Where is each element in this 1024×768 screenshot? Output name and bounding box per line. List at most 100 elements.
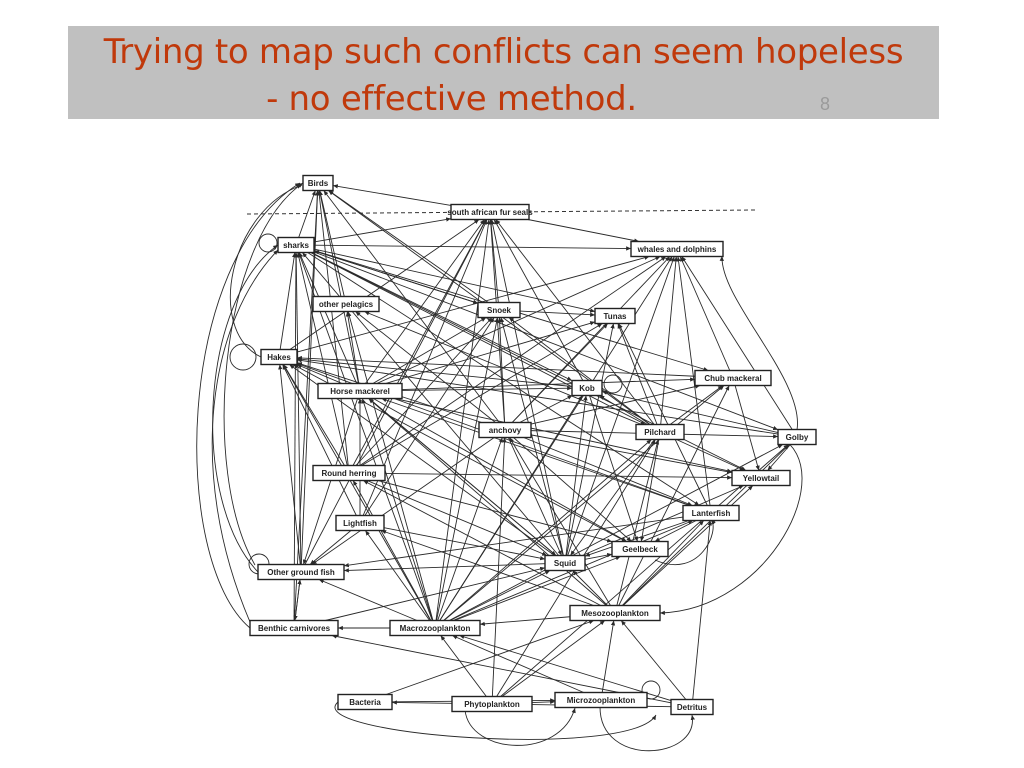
edge-pilchard-to-whales (660, 256, 679, 425)
curve-groundfish-birds (223, 182, 304, 566)
edge-pelagics-to-birds (318, 190, 345, 297)
edge-detritus-to-macro (459, 634, 672, 701)
edge-snoek-to-seals (488, 219, 499, 303)
edge-pilchard-to-squid (570, 439, 655, 556)
edge-macro-to-anchovy (437, 437, 503, 621)
edge-snoek-to-tunas (519, 310, 596, 317)
edge-golby-to-kob (601, 390, 779, 434)
node-label-whales: whales and dolphins (637, 245, 717, 254)
node-label-lightfish: Lightfish (343, 519, 377, 528)
self-loop-micro (641, 680, 661, 700)
curve-benthic-sharks (211, 249, 279, 623)
edge-lightfish-to-groundfish (309, 530, 352, 565)
title-bar: Trying to map such conflicts can seem ho… (68, 26, 939, 119)
node-box-yellowtail (731, 469, 791, 487)
node-box-whales (630, 240, 724, 258)
edge-round-to-geelbeck (377, 480, 613, 543)
node-bacteria: Bacteria (337, 693, 393, 711)
edge-macro-to-kob (439, 395, 583, 621)
edge-lightfish-to-hakes (282, 364, 357, 516)
node-macro: Macrozooplankton (389, 619, 481, 637)
edge-pilchard-to-kob (599, 395, 648, 425)
edge-sharks-to-snoek (313, 250, 479, 304)
slide-title-line-2: - no effective method. (266, 79, 637, 119)
curve-golby-whales (719, 255, 798, 431)
curve-micro-detritus (599, 706, 695, 752)
edge-macro-to-pilchard (443, 439, 652, 621)
edge-meso-to-macro (479, 616, 571, 626)
edge-golby-to-hakes (296, 358, 779, 435)
node-label-micro: Microzooplankton (567, 696, 636, 705)
node-box-sharks (277, 236, 315, 254)
node-label-phyto: Phytoplankton (464, 700, 520, 709)
edge-detritus-to-lanternfish (692, 520, 712, 700)
node-box-birds (302, 174, 334, 192)
edge-benthic-to-sharks (293, 252, 299, 621)
edge-phyto-to-golby (500, 444, 789, 697)
node-label-lanternfish: Lanterfish (692, 509, 731, 518)
edge-sharks-to-lanternfish (307, 252, 700, 506)
edge-horse-to-yellowtail (394, 398, 733, 473)
edge-meso-to-squid (572, 570, 608, 606)
edge-groundfish-to-sharks (294, 252, 302, 565)
edge-macro-to-golby (449, 444, 783, 621)
edge-chub-to-hakes (296, 355, 696, 377)
edge-pilchard-to-seals (495, 219, 655, 425)
edge-anchovy-to-birds (323, 190, 500, 423)
edge-round-to-hakes (283, 364, 345, 466)
node-label-golby: Golby (786, 433, 809, 442)
edge-kob-to-seals (493, 219, 584, 381)
edge-sharks-to-tunas (313, 248, 596, 313)
edge-round-to-yellowtail (384, 472, 733, 480)
edge-squid-to-whales (567, 256, 675, 556)
node-box-snoek (477, 301, 521, 319)
node-box-round (312, 464, 386, 482)
node-benthic: Benthic carnivores (249, 619, 339, 637)
edge-detritus-to-meso (620, 620, 687, 700)
curve-phyto-micro (464, 707, 576, 746)
node-label-round: Round herring (321, 469, 376, 478)
edge-horse-to-squid (368, 398, 557, 556)
edge-micro-to-meso (601, 620, 616, 693)
node-box-squid (544, 554, 586, 572)
node-phyto: Phytoplankton (451, 695, 533, 713)
node-label-groundfish: Other ground fish (267, 568, 335, 577)
curve-hakes-birds (230, 184, 303, 358)
edge-groundfish-to-hakes (278, 364, 301, 565)
edge-chub-to-yellowtail (734, 385, 760, 471)
node-geelbeck: Geelbeck (611, 540, 669, 558)
edge-squid-to-groundfish (343, 563, 546, 573)
node-label-tunas: Tunas (604, 312, 628, 321)
node-sharks: sharks (277, 236, 315, 254)
edge-anchovy-to-chub (530, 384, 701, 425)
edge-benthic-to-squid (325, 566, 546, 621)
node-micro: Microzooplankton (554, 691, 648, 709)
node-round: Round herring (312, 464, 386, 482)
node-kob: Kob (571, 379, 603, 397)
edge-horse-to-snoek (372, 317, 487, 384)
node-box-geelbeck (611, 540, 669, 558)
edge-macro-to-groundfish (318, 579, 418, 621)
node-tunas: Tunas (594, 307, 636, 325)
slide-title-line-1: Trying to map such conflicts can seem ho… (103, 32, 904, 72)
node-snoek: Snoek (477, 301, 521, 319)
node-box-meso (569, 604, 661, 622)
node-label-squid: Squid (554, 559, 576, 568)
edge-kob-to-hakes (296, 357, 573, 387)
edge-horse-to-groundfish (302, 398, 358, 565)
node-lanternfish: Lanterfish (682, 504, 740, 522)
edge-horse-to-sharks (298, 252, 358, 384)
edge-phyto-to-micro (531, 699, 556, 705)
curve-geelbeck-lantern (654, 519, 716, 566)
edge-sharks-to-whales (313, 244, 632, 251)
node-seals: south african fur seals (447, 203, 533, 221)
node-chub: Chub mackeral (694, 369, 772, 387)
edge-golby-to-yellowtail (767, 444, 791, 471)
edge-hakes-to-sharks (279, 252, 297, 350)
edge-meso-to-pilchard (616, 439, 660, 606)
edge-lanternfish-to-squid (584, 520, 690, 557)
edge-hakes-to-whales (296, 255, 650, 353)
edge-bacteria-to-meso (385, 620, 595, 695)
slide-number: 8 (820, 94, 831, 114)
